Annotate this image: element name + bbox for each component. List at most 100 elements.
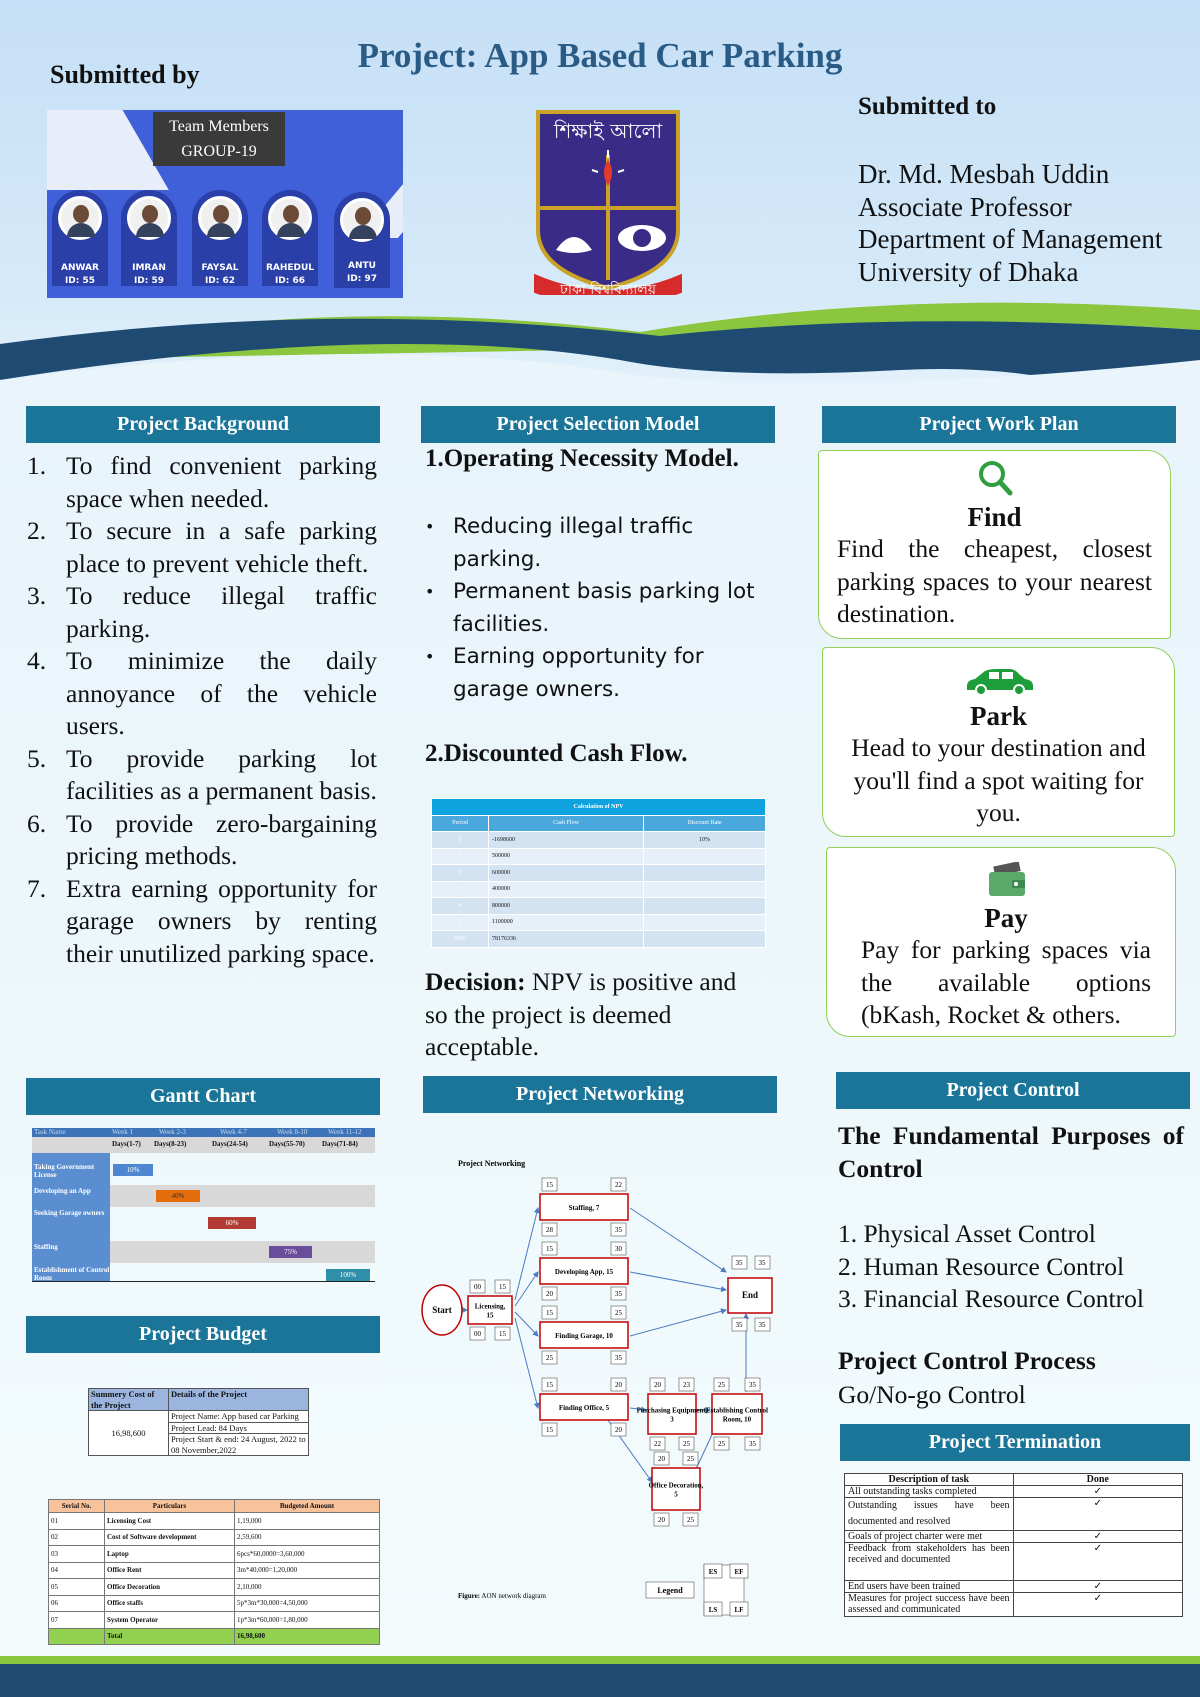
gantt-task-label: Seeking Garage owners bbox=[34, 1209, 105, 1217]
figure-caption: Figure: AON network diagram bbox=[458, 1592, 547, 1600]
node-time: 20 bbox=[654, 1381, 662, 1389]
gantt-task-label: Establishment of Control Room bbox=[34, 1266, 110, 1282]
node-time: 25 bbox=[687, 1455, 695, 1463]
list-item: •Reducing illegal traffic parking. bbox=[425, 514, 694, 572]
list-item: 5.To provide parking lot facilities as a… bbox=[27, 743, 377, 806]
gantt-bar: 10% bbox=[113, 1164, 153, 1176]
supervisor-name: Dr. Md. Mesbah Uddin bbox=[858, 159, 1110, 189]
node-time: 20 bbox=[615, 1426, 623, 1434]
supervisor-info: Dr. Md. Mesbah Uddin Associate Professor… bbox=[858, 158, 1162, 288]
node-time: 35 bbox=[749, 1440, 757, 1448]
submitted-to-label: Submitted to bbox=[858, 93, 997, 120]
table-row: All outstanding tasks completed✓ bbox=[844, 1485, 1184, 1498]
end-node bbox=[727, 1277, 773, 1314]
pay-card: Pay Pay for parking spaces via the avail… bbox=[826, 847, 1176, 1037]
svg-text:Start: Start bbox=[432, 1305, 452, 1315]
member-photo bbox=[127, 196, 171, 240]
background-heading: Project Background bbox=[26, 406, 380, 443]
control-heading: Project Control bbox=[836, 1072, 1190, 1109]
node-time: 00 bbox=[474, 1283, 482, 1291]
budget-heading: Project Budget bbox=[26, 1316, 380, 1353]
node-time: 28 bbox=[546, 1226, 554, 1234]
wallet-icon bbox=[989, 861, 1025, 896]
submitted-by-label: Submitted by bbox=[50, 60, 200, 89]
node-time: 00 bbox=[474, 1330, 482, 1338]
svg-text:EF: EF bbox=[735, 1568, 744, 1576]
start-node bbox=[421, 1284, 463, 1336]
selection-bullets: •Reducing illegal traffic parking. •Perm… bbox=[425, 511, 770, 706]
table-row: Goals of project charter were met✓ bbox=[844, 1530, 1184, 1543]
selection-heading: Project Selection Model bbox=[421, 406, 775, 443]
svg-text:ES: ES bbox=[709, 1568, 718, 1576]
node-time: 15 bbox=[546, 1381, 554, 1389]
table-row: End users have been trained✓ bbox=[844, 1580, 1184, 1593]
node-time: 15 bbox=[546, 1309, 554, 1317]
poster-title: Project: App Based Car Parking bbox=[357, 36, 843, 75]
svg-text:Finding Garage, 10: Finding Garage, 10 bbox=[555, 1332, 613, 1340]
control-process-title: Project Control Process bbox=[838, 1346, 1096, 1375]
svg-text:Purchasing Equipment,: Purchasing Equipment, bbox=[637, 1407, 708, 1415]
member-photo bbox=[198, 196, 242, 240]
node-time: 23 bbox=[683, 1381, 691, 1389]
svg-text:LS: LS bbox=[709, 1606, 718, 1614]
svg-text:Establishing Control: Establishing Control bbox=[706, 1407, 768, 1415]
list-item: •Permanent basis parking lot facilities. bbox=[425, 579, 755, 637]
svg-text:Room, 10: Room, 10 bbox=[723, 1416, 752, 1424]
gantt-task-label: Staffing bbox=[34, 1243, 58, 1251]
node-time: 25 bbox=[718, 1440, 726, 1448]
list-item: 1. Physical Asset Control bbox=[838, 1219, 1096, 1248]
member-photo bbox=[268, 196, 312, 240]
node-time: 15 bbox=[546, 1181, 554, 1189]
svg-text:35: 35 bbox=[759, 1321, 767, 1329]
node-time: 20 bbox=[658, 1516, 666, 1524]
node-time: 15 bbox=[499, 1283, 507, 1291]
node-time: 20 bbox=[658, 1455, 666, 1463]
control-list: 1. Physical Asset Control 2. Human Resou… bbox=[838, 1218, 1144, 1316]
node-time: 25 bbox=[615, 1309, 623, 1317]
car-icon bbox=[966, 669, 1033, 696]
card-title: Pay bbox=[984, 903, 1028, 933]
search-icon bbox=[978, 461, 1012, 496]
node-time: 22 bbox=[615, 1181, 623, 1189]
list-item: 1.To find convenient parking space when … bbox=[27, 451, 377, 513]
list-item: 2.To secure in a safe parking place to p… bbox=[27, 516, 377, 578]
card-title: Park bbox=[970, 701, 1027, 731]
list-item: 2. Human Resource Control bbox=[838, 1251, 1125, 1281]
footer-accent bbox=[0, 1656, 1200, 1664]
find-card: Find Find the cheapest, closest parking … bbox=[818, 450, 1171, 639]
node-time: 25 bbox=[718, 1381, 726, 1389]
footer-bar bbox=[0, 1664, 1200, 1697]
node-time: 22 bbox=[654, 1440, 662, 1448]
svg-text:35: 35 bbox=[759, 1259, 767, 1267]
card-text: Pay for parking spaces via the available… bbox=[861, 935, 1151, 1029]
gantt-bar: 60% bbox=[208, 1217, 256, 1229]
networking-heading: Project Networking bbox=[423, 1076, 777, 1113]
network-diagram: Project Networking Start End 35 35 35 35… bbox=[421, 1159, 773, 1617]
list-item: 4.To minimize the daily annoyance of the… bbox=[27, 646, 377, 740]
supervisor-title: Associate Professor bbox=[858, 191, 1072, 222]
list-item: 7.Extra earning opportunity for garage o… bbox=[27, 873, 377, 968]
svg-text:3: 3 bbox=[670, 1416, 674, 1424]
svg-text:15: 15 bbox=[487, 1312, 495, 1320]
svg-text:5: 5 bbox=[674, 1491, 678, 1499]
svg-text:End: End bbox=[742, 1290, 758, 1300]
list-item: •Earning opportunity for garage owners. bbox=[425, 644, 704, 702]
svg-text:Staffing, 7: Staffing, 7 bbox=[569, 1204, 600, 1212]
list-item: 6.To provide zero-bargaining pricing met… bbox=[27, 808, 377, 871]
svg-text:Developing App, 15: Developing App, 15 bbox=[555, 1268, 614, 1276]
